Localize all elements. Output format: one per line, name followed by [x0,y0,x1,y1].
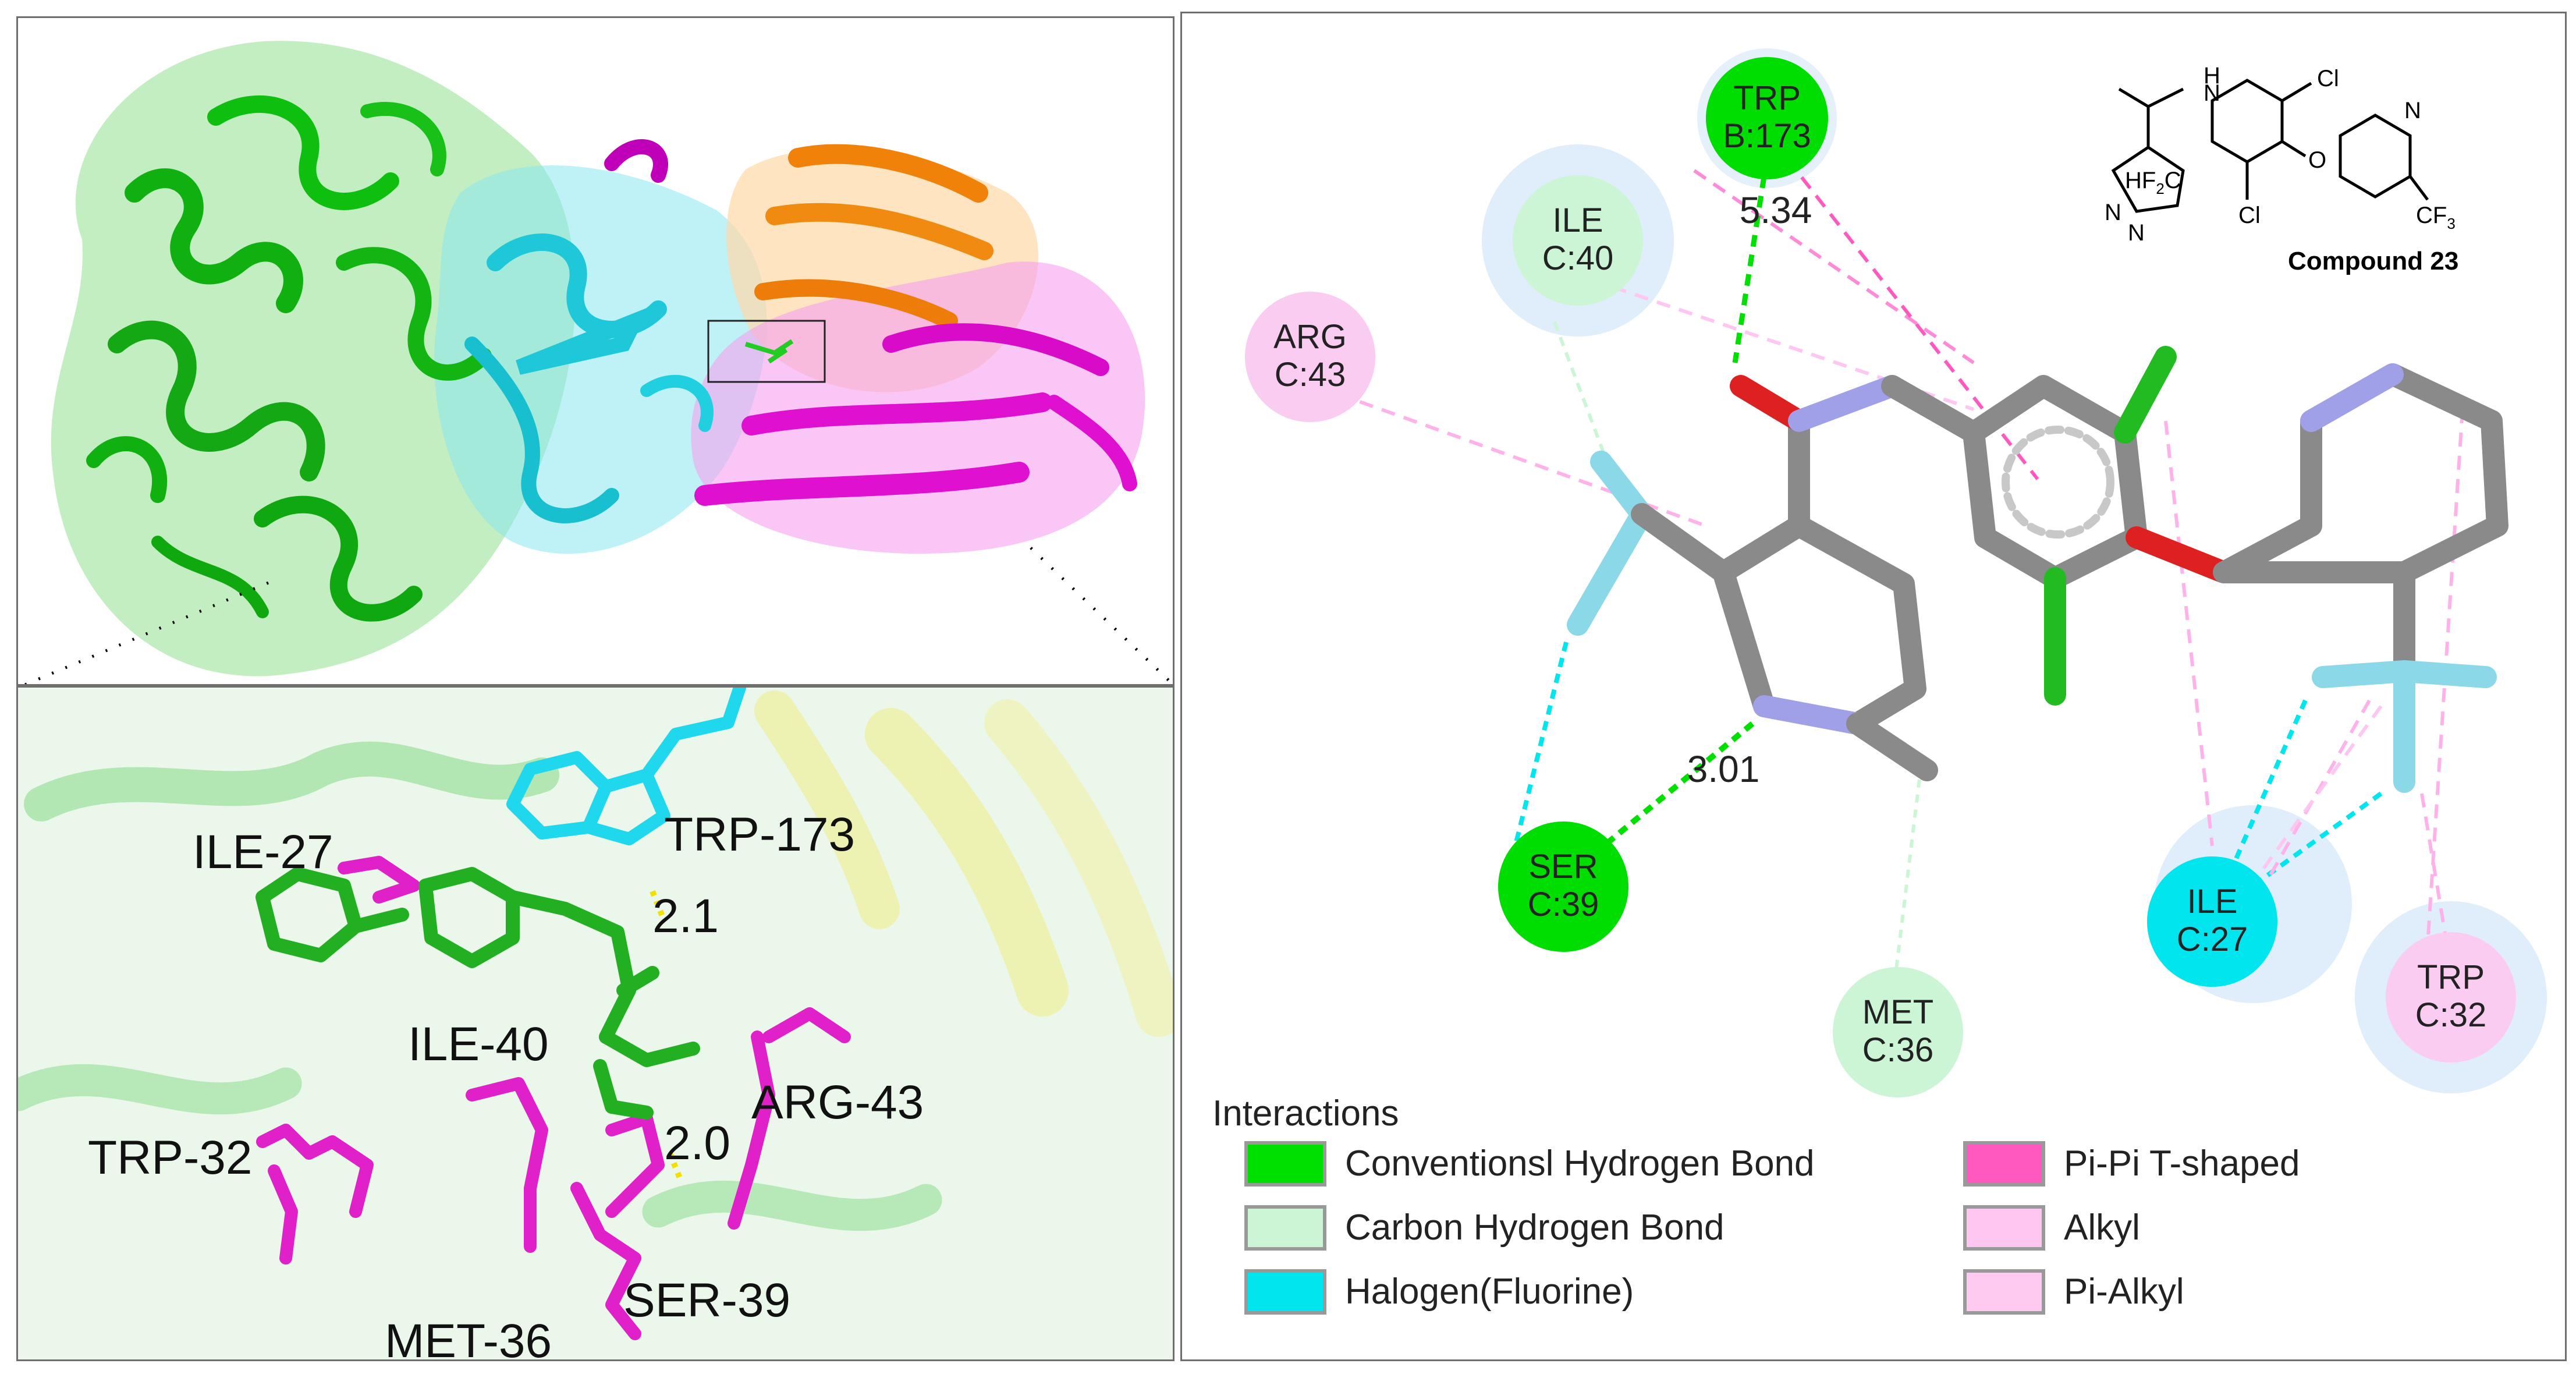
atom-cl-bottom: Cl [2238,203,2261,228]
legend-label: Halogen(Fluorine) [1345,1272,1634,1312]
res-ile-c40-name: ILE [1552,201,1603,239]
res-trp-b173-name: TRP [1733,79,1801,117]
atom-n-pyridine: N [2404,98,2421,123]
res-met-c36-name: MET [1862,993,1933,1031]
ligand-2d [1567,346,2508,793]
res-trp-c32-chain: C:32 [2415,996,2487,1034]
legend-swatch [1963,1141,2045,1187]
atom-h: H [2204,63,2220,88]
legend-label: Conventionsl Hydrogen Bond [1345,1143,1815,1184]
legend-label: Alkyl [2064,1207,2140,1248]
disc-trp-b173 [1706,57,1828,179]
green-ribbons [86,95,492,622]
ligand-mini [744,339,794,364]
legend-swatch [1963,1205,2045,1251]
res-ile-c40-chain: C:40 [1542,239,1614,277]
label-arg43: ARG-43 [751,1076,924,1129]
atom-n2: N [2128,220,2145,246]
background-ribbons [18,690,1173,1231]
res-ile-c27-chain: C:27 [2177,920,2248,958]
disc-ile-c27 [2147,856,2277,987]
zoom-guide-left [22,581,269,684]
legend-swatch [1244,1269,1326,1315]
green-domain-surface [51,41,576,677]
atom-cf3: CF3 [2416,203,2456,232]
trp173-sticks [506,688,746,845]
label-met36: MET-36 [385,1315,552,1361]
zoom-guide-right [1030,547,1173,684]
res-ser-c39-name: SER [1528,848,1598,886]
disc-trp-c32 [2386,932,2516,1063]
legend-swatch [1244,1141,1326,1187]
res-trp-b173-chain: B:173 [1723,117,1811,155]
legend-title: Interactions [1212,1093,1399,1134]
atom-o: O [2308,147,2326,173]
label-ser39: SER-39 [623,1274,790,1327]
ligand-sticks [256,867,700,1120]
disc-ile-c40 [1513,175,1643,306]
res-ile-c27-name: ILE [2187,883,2237,920]
atom-hf2c: HF2C [2125,168,2181,197]
distance-trp: 5.34 [1740,189,1812,231]
disc-met-c36 [1833,967,1963,1097]
distance-ser: 3.01 [1687,748,1760,790]
atom-n-amide: N [2204,80,2220,106]
orange-helices [754,144,994,330]
magenta-helices [604,139,1137,506]
compound-structure [2111,79,2429,213]
disc-arg-c43 [1245,292,1375,422]
distance-label-2: 2.0 [664,1117,730,1170]
disc-ser-c39 [1498,821,1628,952]
legend: Interactions Conventionsl Hydrogen BondC… [1212,1093,2300,1315]
binding-site-panel: ILE-27 TRP-173 2.1 ILE-40 ARG-43 2.0 TRP… [16,686,1175,1361]
binding-site-box [707,320,826,383]
interaction-diagram: TRP B:173 ILE C:40 ARG C:43 SER C:39 MET… [1212,48,2547,1315]
res-ser-c39-chain: C:39 [1528,886,1599,923]
legend-label: Pi-Pi T-shaped [2064,1143,2300,1184]
protein-overview-render [22,41,1173,684]
compound-label: Compound 23 [2288,247,2458,275]
label-ile27: ILE-27 [193,826,333,879]
res-met-c36-chain: C:36 [1862,1031,1934,1069]
cyan-ribbons [464,233,714,523]
distance-label-1: 2.1 [652,890,719,943]
atom-n1: N [2105,200,2121,225]
res-arg-c43-chain: C:43 [1275,356,1346,394]
magenta-residue-sticks [256,856,851,1340]
label-trp173: TRP-173 [664,808,855,861]
binding-site-render: ILE-27 TRP-173 2.1 ILE-40 ARG-43 2.0 TRP… [18,688,1173,1361]
residue-discs [1245,57,2516,1097]
cyan-domain-surface [434,165,767,554]
label-ile40: ILE-40 [408,1018,549,1071]
label-trp32: TRP-32 [88,1131,253,1184]
compound-atom-labels: H N Cl Cl O N HF2C N N CF3 Compound 23 [2105,63,2458,275]
legend-swatch [1244,1205,1326,1251]
legend-label: Carbon Hydrogen Bond [1345,1207,1724,1248]
res-trp-c32-name: TRP [2417,958,2485,996]
res-arg-c43-name: ARG [1273,318,1347,356]
legend-label: Pi-Alkyl [2064,1272,2184,1312]
atom-cl-top: Cl [2317,66,2339,91]
interaction-diagram-panel: TRP B:173 ILE C:40 ARG C:43 SER C:39 MET… [1180,12,2567,1361]
protein-overview-panel [16,16,1175,686]
legend-swatch [1963,1269,2045,1315]
